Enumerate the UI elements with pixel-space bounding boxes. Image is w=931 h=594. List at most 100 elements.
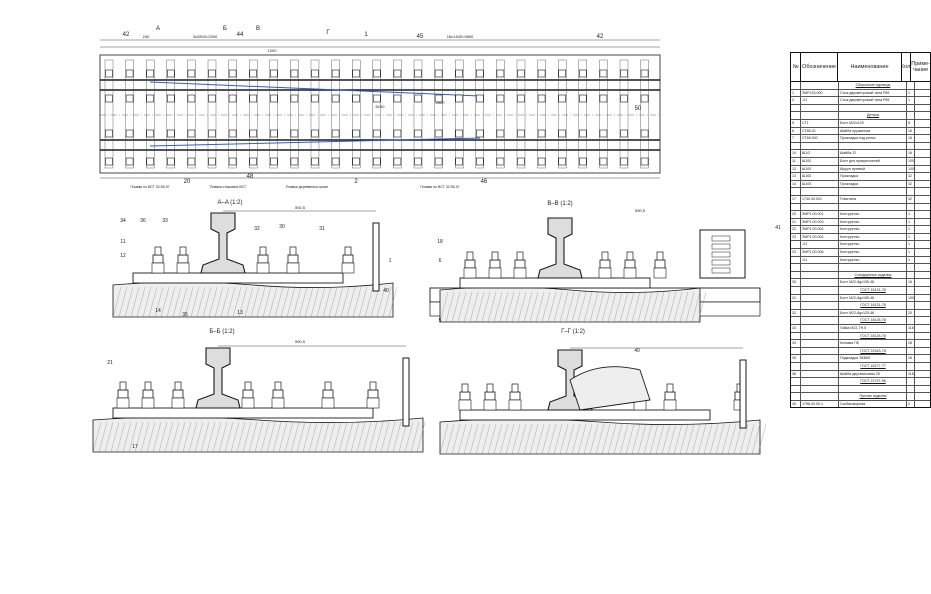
spec-cell: 33 xyxy=(791,325,801,332)
baseplate xyxy=(112,407,374,419)
nut xyxy=(509,391,521,401)
guard-plate xyxy=(372,222,380,292)
spec-cell xyxy=(801,355,839,362)
spec-cell: Подкладка ЭКБ65 xyxy=(839,355,907,362)
nut xyxy=(177,254,189,264)
hatch-line xyxy=(631,423,641,455)
spec-cell xyxy=(791,332,801,340)
spec-cell xyxy=(801,325,839,332)
fastener xyxy=(331,157,340,166)
fastener xyxy=(537,69,546,78)
spec-cell: 11 xyxy=(791,157,801,165)
hatch-line xyxy=(250,286,260,318)
callout-number: 40 xyxy=(634,348,640,354)
hatch-line xyxy=(685,423,695,455)
spec-row xyxy=(791,142,930,151)
fastener xyxy=(475,129,484,138)
clip xyxy=(488,267,502,279)
spec-cell xyxy=(839,264,907,271)
hatch-line xyxy=(481,291,491,323)
hatch-line xyxy=(226,286,236,318)
spec-cell xyxy=(915,264,930,271)
hatch-line xyxy=(583,423,593,455)
sleeper xyxy=(413,59,423,169)
fastener xyxy=(105,157,113,166)
spec-cell xyxy=(915,355,930,362)
spec-row xyxy=(791,264,930,272)
fastener xyxy=(269,129,278,138)
clip xyxy=(341,262,355,274)
fastener xyxy=(393,129,402,138)
fastener xyxy=(290,94,299,103)
fastener xyxy=(187,69,196,78)
bracket-bolt xyxy=(711,235,731,242)
spec-cell xyxy=(915,257,930,264)
spec-row: ГОСТ 18126-78 xyxy=(791,317,930,325)
spec-cell: Болт для прикреплений xyxy=(839,157,907,165)
clip xyxy=(463,267,477,279)
nut xyxy=(342,254,354,264)
spec-row: ГОСТ 18126-78 xyxy=(791,332,930,341)
spec-cell xyxy=(791,264,801,271)
spec-row: ГОСТ 22343-78 xyxy=(791,347,930,356)
hatch-line xyxy=(310,286,320,318)
callout-number: 5 xyxy=(439,318,442,324)
hatch-line xyxy=(679,423,689,455)
spec-cell: -01 xyxy=(801,256,839,264)
section-mark: A xyxy=(156,26,160,32)
spec-cell xyxy=(915,211,930,218)
nut xyxy=(152,254,164,264)
spec-cell xyxy=(801,188,839,195)
hatch-line xyxy=(475,423,485,455)
sleeper xyxy=(104,59,114,169)
callout-number: 45 xyxy=(417,34,424,40)
hatch-line xyxy=(523,423,533,455)
spec-cell xyxy=(915,241,930,248)
clip xyxy=(321,397,335,409)
section-title: A–A (1:2) xyxy=(217,200,242,206)
callout-number: 33 xyxy=(162,218,168,224)
hatch-line xyxy=(112,286,122,318)
dimension-text: 592,5 xyxy=(295,205,306,210)
spec-cell: Детали xyxy=(839,112,907,119)
spec-cell xyxy=(839,104,907,112)
clip xyxy=(483,399,497,411)
hatch-line xyxy=(463,423,473,455)
hatch-line xyxy=(326,421,336,453)
nut xyxy=(287,254,299,264)
sleeper xyxy=(228,59,237,169)
hatch-line xyxy=(445,291,455,323)
spec-cell xyxy=(791,302,801,309)
fastener xyxy=(496,129,505,138)
sleeper xyxy=(248,59,258,169)
spec-cell: 1 xyxy=(907,249,915,256)
clip xyxy=(176,262,190,274)
callout-number: 34 xyxy=(120,218,126,224)
fastener xyxy=(475,157,484,166)
spec-row: ГОСТ 18131-78 xyxy=(791,302,930,310)
spec-cell: 1 xyxy=(907,211,915,218)
hatch-line xyxy=(370,286,380,318)
fastener xyxy=(249,94,257,103)
hatch-line xyxy=(160,286,170,318)
spec-cell xyxy=(915,196,930,203)
spec-row: ГОСТ 16277-77 xyxy=(791,362,930,371)
hatch-line xyxy=(613,423,623,455)
spec-cell xyxy=(791,317,801,324)
spec-cell: Стандартные изделия xyxy=(839,271,907,279)
fastener xyxy=(269,94,278,103)
hatch-line xyxy=(631,291,641,323)
spec-cell xyxy=(915,97,930,104)
hatch-line xyxy=(136,286,146,318)
spec-cell: 16 xyxy=(907,279,915,287)
fastener xyxy=(537,94,546,103)
dimension-text: 16x1400=9800 xyxy=(447,34,474,39)
hatch-line xyxy=(703,423,713,455)
